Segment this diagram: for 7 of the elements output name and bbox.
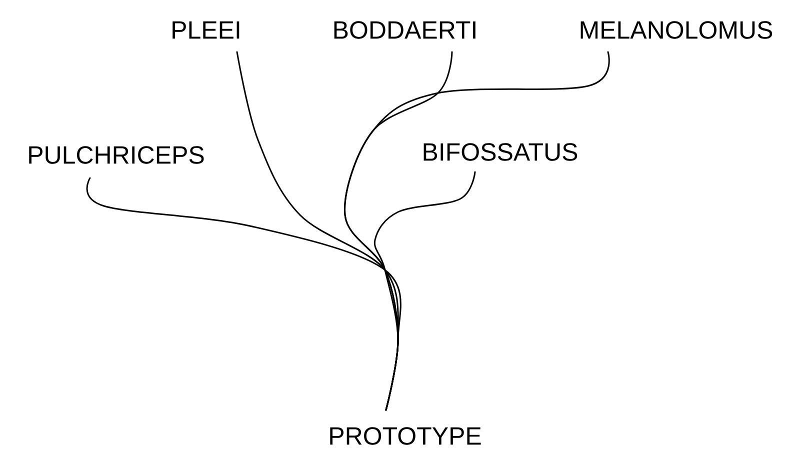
species-label: PLEEI	[172, 21, 240, 39]
species-label: MELANOLOMUS	[580, 21, 772, 39]
species-label: PROTOTYPE	[330, 427, 481, 445]
species-label: BODDAERTI	[334, 21, 476, 39]
species-label: PULCHRICEPS	[29, 146, 204, 164]
species-label: BIFOSSATUS	[424, 143, 578, 161]
branch-line	[374, 171, 476, 411]
